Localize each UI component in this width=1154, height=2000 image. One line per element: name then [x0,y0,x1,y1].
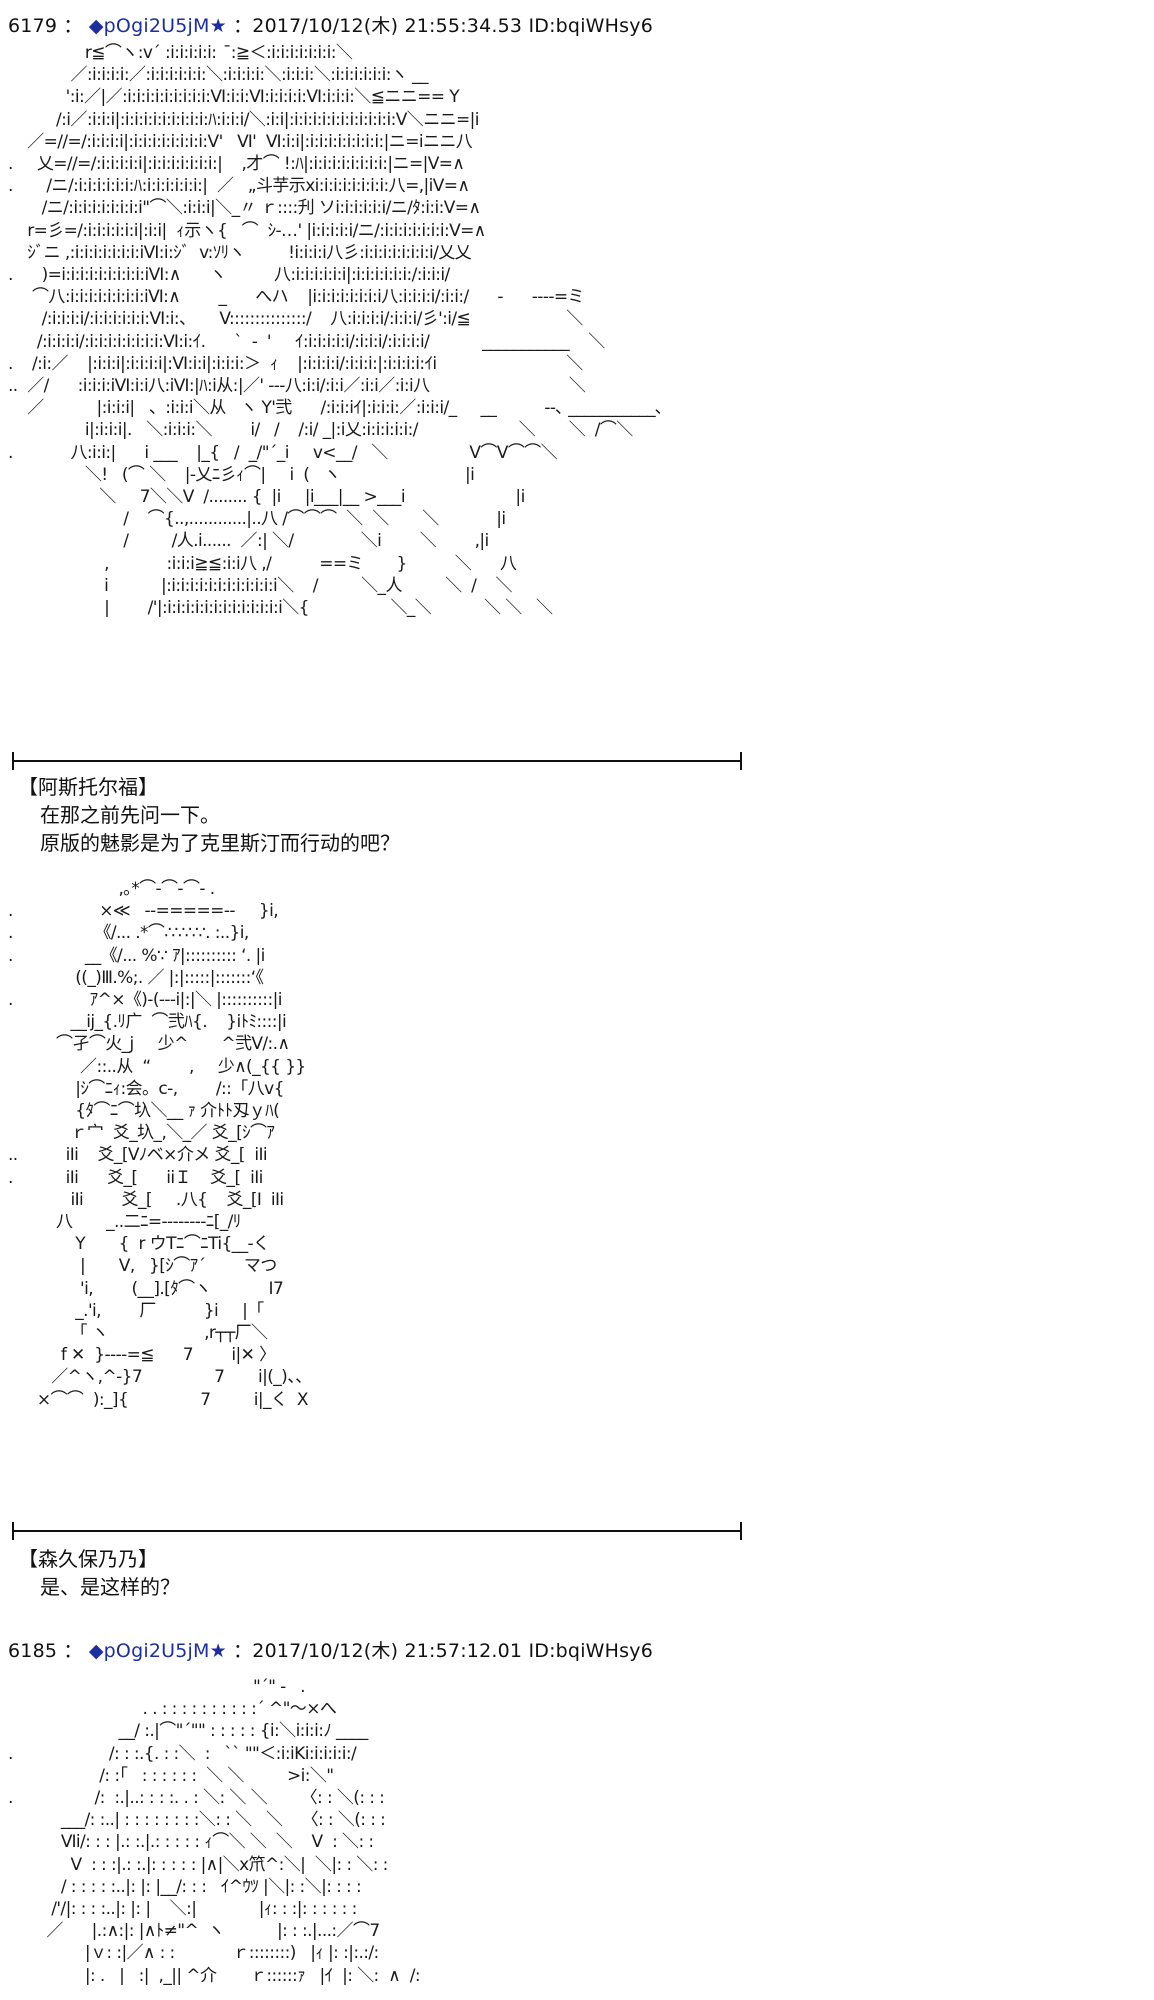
post-date-id: ：2017/10/12(木) 21:55:34.53 ID:bqiWHsy6 [233,15,653,37]
dialog-line: 在那之前先问一下。 [40,803,220,827]
poster-name: ◆pOgi2U5jM [88,15,210,37]
ascii-art-character: "´" - . . . : : : : : : : : : :´ ^"〜×へ _… [8,1677,421,1986]
star-icon: ★ [209,15,227,37]
ascii-art-morikubo: ,｡*⌒‐⌒‐⌒‐ . . ×≪ --=====-- }i, . 《/... .… [8,879,312,1410]
post-separator: ： [63,15,83,37]
star-icon: ★ [209,1640,227,1662]
poster-name: ◆pOgi2U5jM [88,1640,210,1662]
post-header-6185: 6185 ： ◆pOgi2U5jM★ ：2017/10/12(木) 21:57:… [8,1639,653,1663]
speaker-name: 【阿斯托尔福】 [18,775,158,799]
post-date-id: ：2017/10/12(木) 21:57:12.01 ID:bqiWHsy6 [233,1640,653,1662]
post-separator: ： [63,1640,83,1662]
section-divider [12,1522,742,1540]
speaker-name: 【森久保乃乃】 [18,1547,158,1571]
post-header-6179: 6179 ： ◆pOgi2U5jM★ ：2017/10/12(木) 21:55:… [8,14,653,38]
ascii-art-astolfo: r≦⌒ヽ:v´ :i:i:i:i:i: ̄:≧＜:i:i:i:i:i:i:i:＼… [8,43,664,619]
post-number[interactable]: 6179 [8,15,58,37]
dialog-line: 原版的魅影是为了克里斯汀而行动的吧？ [40,831,400,855]
section-divider [12,752,742,770]
post-number[interactable]: 6185 [8,1640,58,1662]
dialog-line: 是、是这样的？ [40,1575,180,1599]
